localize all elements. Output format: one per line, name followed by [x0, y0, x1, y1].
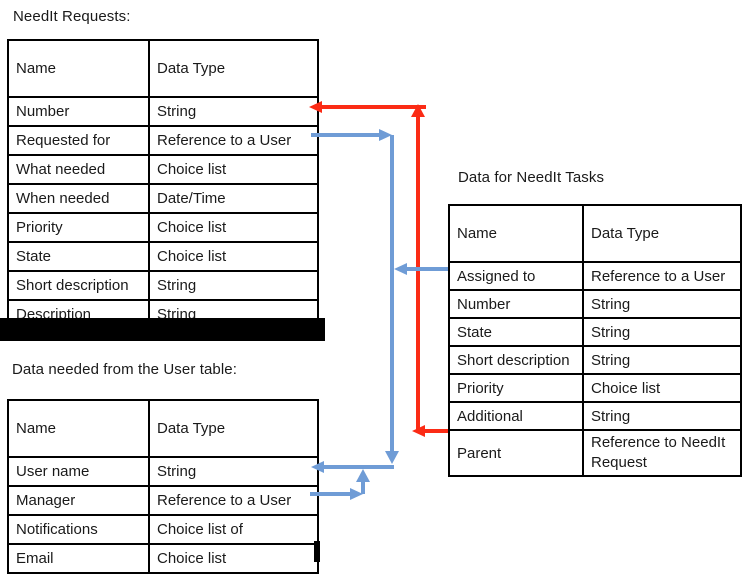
red-connector-vertical — [416, 115, 420, 431]
red-arrowhead-left-icon — [412, 425, 425, 437]
field-name: What needed — [7, 154, 150, 185]
field-name: Email — [7, 543, 150, 574]
field-name: Priority — [7, 212, 150, 243]
field-type: Choice list — [582, 373, 742, 403]
field-name: Parent — [448, 429, 584, 477]
field-type: Choice list — [148, 154, 319, 185]
user-table-title: Data needed from the User table: — [12, 361, 237, 378]
redaction-mark — [314, 541, 320, 562]
field-name: Number — [448, 289, 584, 319]
blue-connector-manager-vertical — [361, 481, 365, 494]
header-data-type: Data Type — [148, 39, 319, 98]
field-name: Short description — [7, 270, 150, 301]
red-connector-bottom-horizontal — [424, 429, 448, 433]
field-type: Reference to a User — [148, 485, 319, 516]
field-name: Number — [7, 96, 150, 127]
blue-arrowhead-left-icon — [394, 263, 407, 275]
field-name: State — [7, 241, 150, 272]
tasks-title: Data for NeedIt Tasks — [458, 169, 605, 186]
field-type: Reference to NeedIt Request — [582, 429, 742, 477]
field-name: When needed — [7, 183, 150, 214]
blue-arrowhead-right-icon — [379, 129, 392, 141]
redaction-bar — [0, 318, 325, 341]
blue-connector-assignedto-horizontal — [406, 267, 448, 271]
field-type: Choice list — [148, 241, 319, 272]
table-header-row: Name Data Type — [7, 39, 319, 98]
blue-connector-vertical — [390, 135, 394, 451]
field-type: Reference to a User — [148, 125, 319, 156]
blue-connector-requestedfor-horizontal — [311, 133, 379, 137]
field-name: User name — [7, 456, 150, 487]
header-name: Name — [7, 399, 150, 458]
table-header-row: Name Data Type — [448, 204, 742, 263]
field-type: String — [582, 345, 742, 375]
table-header-row: Name Data Type — [7, 399, 319, 458]
header-data-type: Data Type — [582, 204, 742, 263]
header-data-type: Data Type — [148, 399, 319, 458]
blue-arrowhead-right-icon — [350, 488, 363, 500]
field-name: Additional — [448, 401, 584, 431]
field-type: String — [148, 270, 319, 301]
field-type: String — [582, 317, 742, 347]
field-name: Assigned to — [448, 261, 584, 291]
blue-connector-username-horizontal — [323, 465, 394, 469]
field-type: String — [148, 96, 319, 127]
field-type: Date/Time — [148, 183, 319, 214]
requests-title: NeedIt Requests: — [13, 8, 131, 25]
header-name: Name — [448, 204, 584, 263]
field-name: Notifications — [7, 514, 150, 545]
blue-arrowhead-down-icon — [385, 451, 399, 464]
field-name: State — [448, 317, 584, 347]
field-type: Choice list of — [148, 514, 319, 545]
field-name: Short description — [448, 345, 584, 375]
field-type: String — [148, 456, 319, 487]
blue-arrowhead-left-icon — [311, 461, 324, 473]
field-name: Requested for — [7, 125, 150, 156]
red-connector-top-horizontal — [320, 105, 426, 109]
red-arrowhead-left-icon — [309, 101, 322, 113]
field-name: Priority — [448, 373, 584, 403]
field-type: String — [582, 289, 742, 319]
field-name: Manager — [7, 485, 150, 516]
field-type: Choice list — [148, 543, 319, 574]
field-type: String — [582, 401, 742, 431]
red-arrowhead-up-icon — [411, 104, 425, 117]
blue-connector-manager-horizontal — [310, 492, 350, 496]
header-name: Name — [7, 39, 150, 98]
blue-arrowhead-up-icon — [356, 469, 370, 482]
field-type: Choice list — [148, 212, 319, 243]
field-type: Reference to a User — [582, 261, 742, 291]
